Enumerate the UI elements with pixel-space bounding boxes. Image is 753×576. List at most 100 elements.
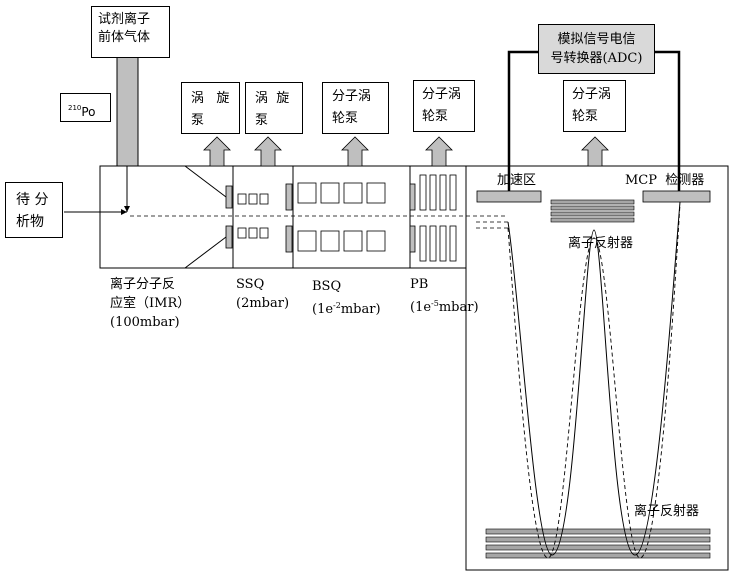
pb-electrode: [439, 225, 447, 262]
imr-label-line3: (100mbar): [110, 315, 180, 330]
imr-chamber: [99, 165, 234, 269]
ssq-electrode: [259, 193, 269, 205]
bsq-electrode: [297, 182, 317, 204]
pb-chamber: [409, 165, 467, 269]
ssq-electrode: [259, 227, 269, 239]
top-reflector-plate: [550, 205, 635, 211]
pump-arrow: [254, 136, 282, 167]
detector-plate: [642, 190, 711, 203]
pump-box-3: 分子涡 轮泵: [322, 82, 389, 134]
pb-electrode: [419, 174, 427, 211]
pump-4-line1: 分子涡: [422, 87, 462, 102]
bsq-pressure-exp: -2: [333, 301, 341, 310]
pb-electrode: [449, 174, 457, 211]
imr-label: 离子分子反 应室（IMR） (100mbar): [110, 275, 190, 332]
pump-5-line2: 轮泵: [572, 109, 599, 124]
reagent-gas-line1: 试剂离子: [98, 12, 151, 27]
bsq-electrode: [297, 230, 317, 252]
pb-electrode: [439, 174, 447, 211]
reagent-inlet-tube: [116, 41, 139, 167]
ssq-label-name: SSQ: [236, 277, 265, 292]
ssq-label-pressure: (2mbar): [236, 296, 290, 311]
pb-aperture-top: [409, 183, 416, 211]
bsq-aperture-bottom: [285, 225, 293, 253]
pb-electrode: [449, 225, 457, 262]
imr-label-line2: 应室（IMR）: [110, 296, 191, 311]
bsq-electrode: [343, 230, 363, 252]
bottom-reflector-plate: [485, 536, 711, 543]
top-reflector-plate: [550, 217, 635, 223]
pump-arrow: [581, 136, 609, 167]
pump-3-line1: 分子涡: [332, 89, 372, 104]
pump-box-2: 涡 旋 泵: [245, 82, 303, 134]
imr-label-line1: 离子分子反: [110, 277, 176, 292]
bsq-electrode: [320, 182, 340, 204]
top-reflector-label: 离子反射器: [568, 236, 634, 251]
pump-arrow: [203, 136, 231, 167]
pb-label-name: PB: [410, 277, 429, 292]
pb-pressure-post: mbar): [438, 300, 479, 315]
bsq-electrode: [320, 230, 340, 252]
pump-box-4: 分子涡 轮泵: [413, 80, 475, 132]
acceleration-label: 加速区: [497, 173, 537, 188]
bsq-label: BSQ (1e-2mbar): [312, 277, 381, 319]
pump-2-line1: 涡 旋: [255, 91, 290, 106]
pump-2-line2: 泵: [255, 113, 269, 128]
imr-funnel-bottom: [184, 233, 231, 269]
po210-mass-number: 210: [68, 104, 82, 112]
pb-label: PB (1e-5mbar): [410, 275, 479, 317]
pump-3-line2: 轮泵: [332, 111, 359, 126]
bottom-reflector-plate: [485, 552, 711, 559]
ssq-electrode: [248, 193, 258, 205]
bottom-reflector-plate: [485, 544, 711, 551]
reagent-gas-box: 试剂离子 前体气体: [91, 6, 170, 58]
pb-aperture-bottom: [409, 225, 416, 253]
adc-wire-left: [507, 50, 538, 196]
ssq-aperture-top: [225, 185, 233, 209]
adc-line1: 模拟信号电信: [557, 32, 636, 47]
imr-funnel-top: [184, 165, 231, 201]
top-reflector-plate: [550, 211, 635, 217]
pb-electrode: [429, 225, 437, 262]
pump-arrow: [425, 136, 453, 167]
pb-electrode: [429, 174, 437, 211]
pb-pressure-pre: (1e: [410, 300, 432, 315]
pump-box-1: 涡 旋 泵: [181, 82, 240, 134]
pump-1-char2: 旋: [216, 91, 230, 106]
bsq-electrode: [366, 230, 386, 252]
top-reflector-plate: [550, 199, 635, 205]
ssq-electrode: [237, 193, 247, 205]
adc-line2: 号转换器(ADC): [550, 51, 643, 66]
ion-trajectory-solid: [507, 201, 681, 556]
pb-electrode: [419, 225, 427, 262]
bsq-electrode: [343, 182, 363, 204]
acceleration-plate: [476, 190, 542, 203]
bsq-pressure-pre: (1e: [312, 302, 334, 317]
pump-box-5: 分子涡 轮泵: [563, 80, 626, 132]
bsq-pressure-post: mbar): [340, 302, 381, 317]
bsq-aperture-top: [285, 183, 293, 211]
adc-box: 模拟信号电信 号转换器(ADC): [538, 24, 655, 74]
pump-4-line2: 轮泵: [422, 109, 449, 124]
ssq-aperture-bottom: [225, 225, 233, 249]
po210-source-box: 210Po: [60, 93, 111, 122]
reagent-gas-line2: 前体气体: [98, 30, 151, 45]
analyte-box: 待 分 析物: [5, 182, 63, 238]
pump-1-char1: 涡: [191, 91, 205, 106]
pump-1-char3: 泵: [191, 113, 205, 128]
bsq-electrode: [366, 182, 386, 204]
pump-5-line1: 分子涡: [572, 87, 612, 102]
ssq-electrode: [248, 227, 258, 239]
bottom-reflector-label: 离子反射器: [634, 504, 700, 519]
pb-pressure-exp: -5: [431, 299, 439, 308]
bottom-reflector-plate: [485, 528, 711, 535]
adc-wire-right: [655, 50, 681, 196]
ion-trajectory-dashed: [507, 203, 681, 559]
analyte-line2: 析物: [16, 214, 44, 230]
detector-label: MCP 检测器: [625, 173, 705, 188]
ssq-label: SSQ (2mbar): [236, 275, 289, 313]
pump-arrow: [341, 136, 369, 167]
bsq-chamber: [292, 165, 411, 269]
ssq-electrode: [237, 227, 247, 239]
